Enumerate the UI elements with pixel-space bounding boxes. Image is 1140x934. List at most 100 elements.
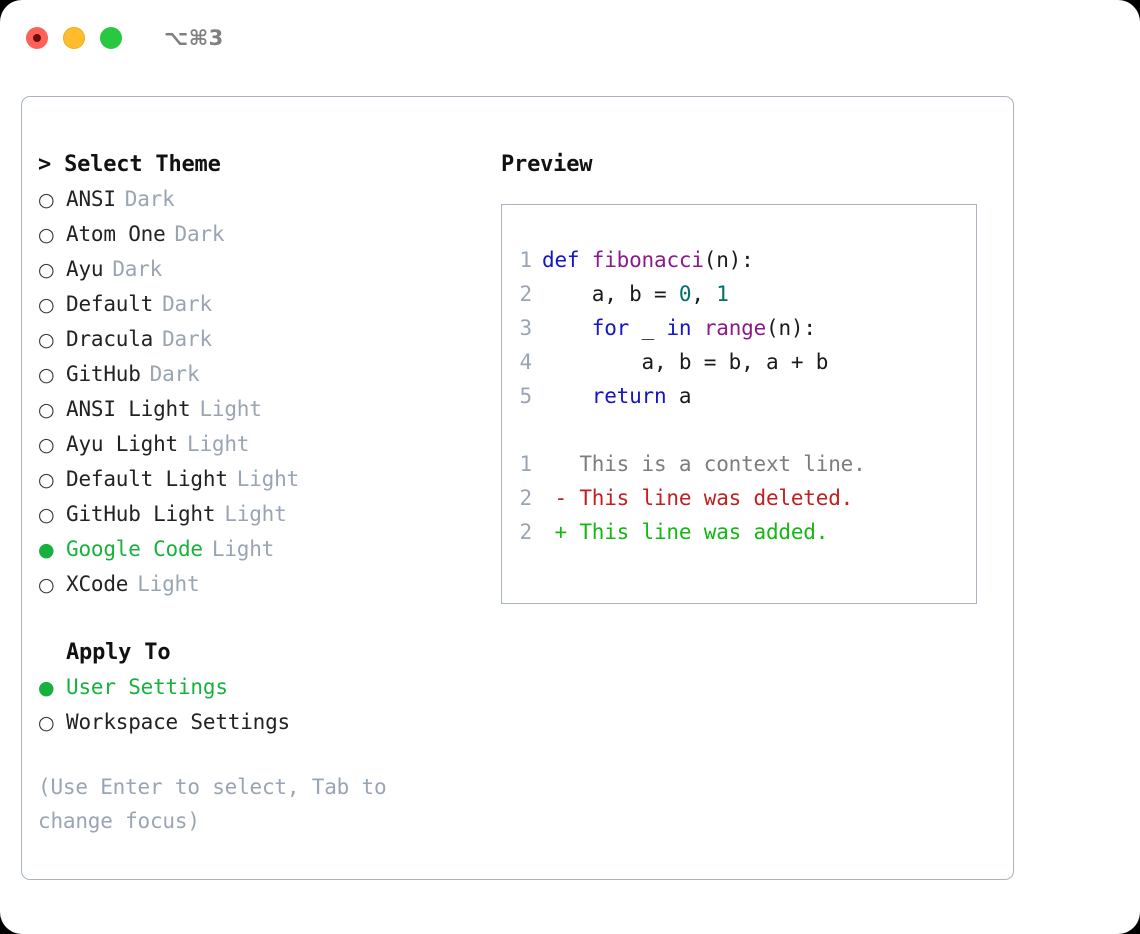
apply-to-header: Apply To	[66, 640, 171, 665]
radio-selected-icon: ●	[38, 677, 55, 699]
theme-variant-badge: Dark	[112, 257, 163, 281]
theme-option-label: Ayu Light	[66, 432, 178, 456]
diff-line-number: 2	[519, 520, 533, 544]
code-line-text: a, b = 0, 1	[542, 277, 729, 311]
theme-option-ansi[interactable]: ○ ANSI Dark	[38, 182, 478, 217]
theme-variant-badge: Dark	[174, 222, 225, 246]
keyboard-shortcut-label: ⌥⌘3	[164, 26, 224, 50]
theme-option-label: ANSI Light	[66, 397, 191, 421]
code-line-number: 1	[519, 248, 533, 272]
code-token-plain: a, b =	[542, 282, 679, 306]
radio-unselected-icon: ○	[38, 364, 55, 386]
apply-to-option-label: User Settings	[66, 675, 228, 699]
preview-title: Preview	[501, 152, 593, 177]
code-line-text: return a	[542, 379, 692, 413]
theme-option-label: ANSI	[66, 187, 116, 211]
diff-line: 1 This is a context line.	[502, 447, 976, 481]
code-line-text: def fibonacci(n):	[542, 243, 754, 277]
radio-unselected-icon: ○	[38, 469, 55, 491]
theme-option-ayu-light[interactable]: ○ Ayu Light Light	[38, 427, 478, 462]
code-token-plain: _	[629, 316, 667, 340]
theme-option-label: GitHub Light	[66, 502, 216, 526]
diff-line: 2 + This line was added.	[502, 515, 976, 549]
radio-unselected-icon: ○	[38, 434, 55, 456]
theme-option-label: Dracula	[66, 327, 154, 351]
apply-to-option-user-settings[interactable]: ● User Settings	[38, 670, 478, 705]
diff-line-text-del: - This line was deleted.	[542, 486, 854, 510]
code-line-number: 4	[519, 350, 533, 374]
code-token-kw: in	[666, 316, 692, 340]
theme-option-label: Default Light	[66, 467, 228, 491]
close-icon	[33, 34, 41, 42]
code-token-num: 1	[716, 282, 729, 306]
theme-variant-badge: Light	[211, 537, 275, 561]
code-token-kw: return	[591, 384, 667, 408]
diff-line-text-context: This is a context line.	[542, 452, 866, 476]
radio-unselected-icon: ○	[38, 294, 55, 316]
theme-option-label: Atom One	[66, 222, 166, 246]
code-token-plain: a, b = b, a + b	[542, 350, 829, 374]
radio-unselected-icon: ○	[38, 399, 55, 421]
maximize-button[interactable]	[100, 27, 122, 49]
theme-option-label: Default	[66, 292, 154, 316]
title-bar: ⌥⌘3	[0, 0, 1140, 76]
code-line: 1 def fibonacci(n):	[502, 243, 976, 277]
code-token-plain	[691, 316, 703, 340]
diff-sample: 1 This is a context line. 2 - This line w…	[502, 447, 976, 549]
minimize-button[interactable]	[63, 27, 85, 49]
code-line-number: 5	[519, 384, 533, 408]
theme-variant-badge: Light	[187, 432, 250, 456]
theme-option-ansi-light[interactable]: ○ ANSI Light Light	[38, 392, 478, 427]
code-line-text: for _ in range(n):	[542, 311, 816, 345]
theme-option-ayu[interactable]: ○ Ayu Dark	[38, 252, 478, 287]
code-line-number: 2	[519, 282, 533, 306]
theme-variant-badge: Dark	[162, 327, 212, 351]
radio-unselected-icon: ○	[38, 189, 55, 211]
code-token-plain	[542, 316, 592, 340]
radio-unselected-icon: ○	[38, 224, 55, 246]
diff-line-number: 2	[519, 486, 533, 510]
code-token-plain: ,	[691, 282, 717, 306]
apply-to-option-label: Workspace Settings	[66, 710, 290, 734]
theme-variant-badge: Light	[199, 397, 262, 421]
close-button[interactable]	[26, 27, 48, 49]
theme-variant-badge: Dark	[149, 362, 200, 386]
code-line: 3 for _ in range(n):	[502, 311, 976, 345]
code-line: 4 a, b = b, a + b	[502, 345, 976, 379]
theme-option-label: GitHub	[66, 362, 141, 386]
radio-unselected-icon: ○	[38, 574, 55, 596]
theme-variant-badge: Light	[236, 467, 299, 491]
diff-line-text-add: + This line was added.	[542, 520, 829, 544]
radio-unselected-icon: ○	[38, 259, 55, 281]
theme-option-github-light[interactable]: ○ GitHub Light Light	[38, 497, 478, 532]
code-token-plain: (n):	[766, 316, 816, 340]
theme-variant-badge: Dark	[124, 187, 175, 211]
apply-to-option-workspace-settings[interactable]: ○ Workspace Settings	[38, 705, 478, 740]
theme-option-label: Ayu	[66, 257, 104, 281]
apply-to-option-list: ● User Settings ○ Workspace Settings	[38, 670, 478, 740]
theme-option-atom-one[interactable]: ○ Atom One Dark	[38, 217, 478, 252]
code-token-plain: a	[666, 384, 692, 408]
radio-unselected-icon: ○	[38, 712, 55, 734]
diff-line-number: 1	[519, 452, 533, 476]
section-spacer	[38, 602, 478, 636]
code-line-text: a, b = b, a + b	[542, 345, 829, 379]
theme-option-default-light[interactable]: ○ Default Light Light	[38, 462, 478, 497]
theme-variant-badge: Light	[224, 502, 287, 526]
code-token-num: 0	[678, 282, 692, 306]
window-controls	[26, 27, 122, 49]
theme-option-github[interactable]: ○ GitHub Dark	[38, 357, 478, 392]
theme-option-label: Google Code	[66, 537, 203, 561]
radio-unselected-icon: ○	[38, 504, 55, 526]
